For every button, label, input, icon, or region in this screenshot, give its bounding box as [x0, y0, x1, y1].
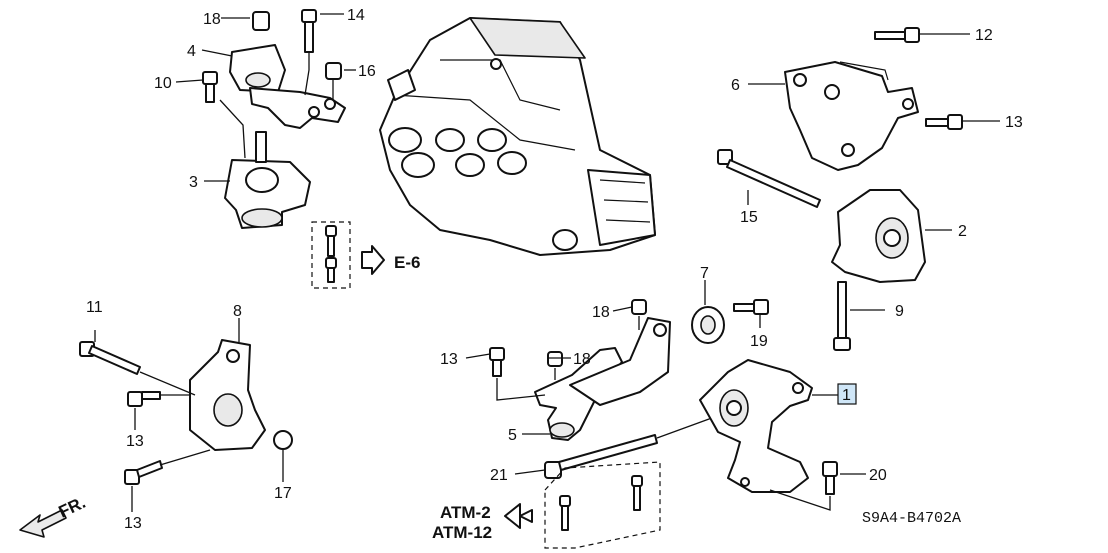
- bolt-21: [544, 434, 658, 479]
- part-7-cushion: [691, 306, 725, 344]
- bolt-13-top-right: [925, 114, 963, 130]
- callout-1-highlight: [837, 383, 857, 405]
- part-8-bracket: [189, 339, 266, 451]
- part-6-bracket: [784, 61, 919, 171]
- part-3-engine-mount: [224, 131, 311, 229]
- callout-18-top[interactable]: 18: [203, 11, 221, 28]
- bolt-13-left-b: [124, 460, 163, 485]
- callout-19[interactable]: 19: [750, 333, 768, 350]
- callout-10[interactable]: 10: [154, 75, 172, 92]
- callout-14[interactable]: 14: [347, 7, 365, 24]
- part-4-mount-cushion: [229, 44, 286, 93]
- callout-18-mid-a[interactable]: 18: [592, 304, 610, 321]
- callout-6[interactable]: 6: [731, 77, 740, 94]
- callout-7[interactable]: 7: [700, 265, 709, 282]
- bolt-19: [733, 299, 769, 315]
- callout-20[interactable]: 20: [869, 467, 887, 484]
- nut-18-top: [252, 11, 270, 31]
- callout-2[interactable]: 2: [958, 223, 967, 240]
- callout-21[interactable]: 21: [490, 467, 508, 484]
- bolt-pair-e6: [325, 225, 337, 283]
- callout-13-left-b[interactable]: 13: [124, 515, 142, 532]
- part-5-arm: [569, 317, 671, 406]
- callout-4[interactable]: 4: [187, 43, 196, 60]
- callout-15[interactable]: 15: [740, 209, 758, 226]
- nut-18-mid-b: [547, 351, 563, 367]
- callout-1[interactable]: 1: [842, 387, 851, 404]
- bolt-pair-atm: [559, 475, 643, 531]
- callout-5[interactable]: 5: [508, 427, 517, 444]
- ref-atm-2[interactable]: ATM-2: [440, 503, 491, 522]
- callout-17[interactable]: 17: [274, 485, 292, 502]
- bolt-10: [202, 71, 218, 103]
- bolt-11: [79, 341, 141, 375]
- ref-atm-12[interactable]: ATM-12: [432, 523, 492, 542]
- part-5-bracket: [534, 347, 623, 441]
- bolt-15: [717, 149, 821, 208]
- callout-9[interactable]: 9: [895, 303, 904, 320]
- callout-8[interactable]: 8: [233, 303, 242, 320]
- bolt-13-left-a: [127, 391, 161, 407]
- part-16-bracket: [249, 87, 346, 129]
- bolt-20: [822, 461, 838, 495]
- diagram-code: S9A4-B4702A: [862, 510, 961, 527]
- bolt-9: [833, 281, 851, 351]
- callout-16[interactable]: 16: [358, 63, 376, 80]
- nut-17: [273, 430, 293, 450]
- callout-13-top-right[interactable]: 13: [1005, 114, 1023, 131]
- callout-11[interactable]: 11: [86, 299, 103, 316]
- part-2-mount: [831, 189, 926, 283]
- part-1-transmission-mount: [699, 359, 813, 493]
- bolt-12: [874, 27, 920, 43]
- callout-13-left-a[interactable]: 13: [126, 433, 144, 450]
- callout-13-mid[interactable]: 13: [440, 351, 458, 368]
- engine-illustration: [379, 17, 656, 256]
- arrow-e6-icon: [361, 245, 385, 275]
- bolt-13-mid: [489, 347, 505, 377]
- callout-18-mid-b[interactable]: 18: [573, 351, 591, 368]
- nut-18-mid-a: [631, 299, 647, 315]
- arrow-atm-icon: [504, 503, 533, 529]
- callout-3[interactable]: 3: [189, 174, 198, 191]
- nut-16: [325, 62, 342, 80]
- ref-e6[interactable]: E-6: [394, 253, 420, 272]
- callout-12[interactable]: 12: [975, 27, 993, 44]
- bolt-14: [301, 9, 317, 53]
- front-direction-arrow-icon: [19, 509, 67, 538]
